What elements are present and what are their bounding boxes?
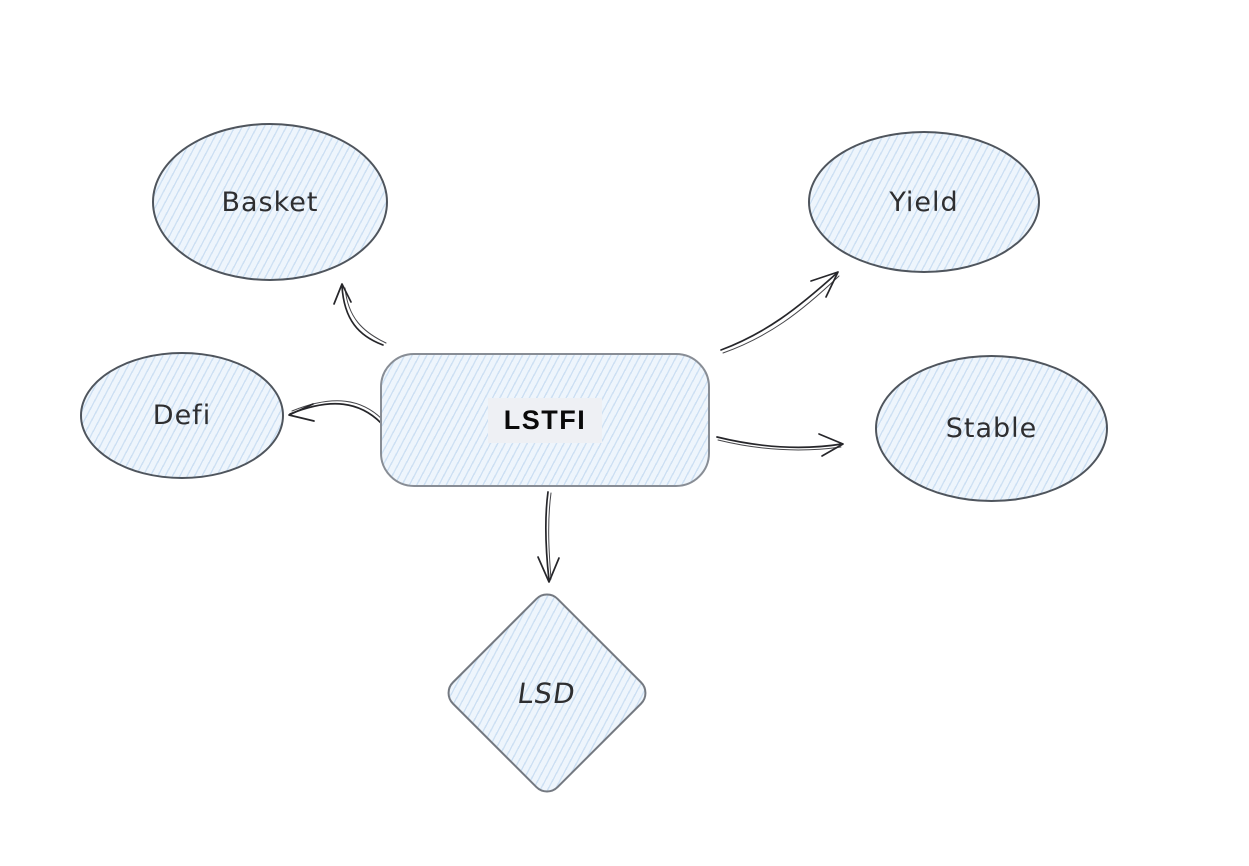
node-stable-label: Stable	[945, 413, 1038, 444]
node-basket[interactable]: Basket	[152, 123, 388, 281]
node-stable[interactable]: Stable	[875, 355, 1108, 502]
arrow-lstfi-to-yield[interactable]	[720, 271, 840, 354]
arrow-lstfi-to-defi[interactable]	[288, 400, 384, 424]
arrow-lstfi-to-basket[interactable]	[333, 283, 387, 346]
node-defi-label: Defi	[152, 400, 212, 431]
node-lsd-label: LSD	[515, 676, 579, 710]
node-yield-label: Yield	[889, 186, 959, 218]
node-basket-label: Basket	[221, 186, 319, 218]
arrow-lstfi-to-stable[interactable]	[716, 433, 844, 457]
node-defi[interactable]: Defi	[80, 352, 284, 479]
node-yield[interactable]: Yield	[808, 131, 1040, 273]
node-lstfi-label: LSTFI	[487, 397, 603, 443]
arrow-lstfi-to-lsd[interactable]	[537, 491, 560, 583]
node-lstfi[interactable]: LSTFI	[380, 353, 710, 487]
